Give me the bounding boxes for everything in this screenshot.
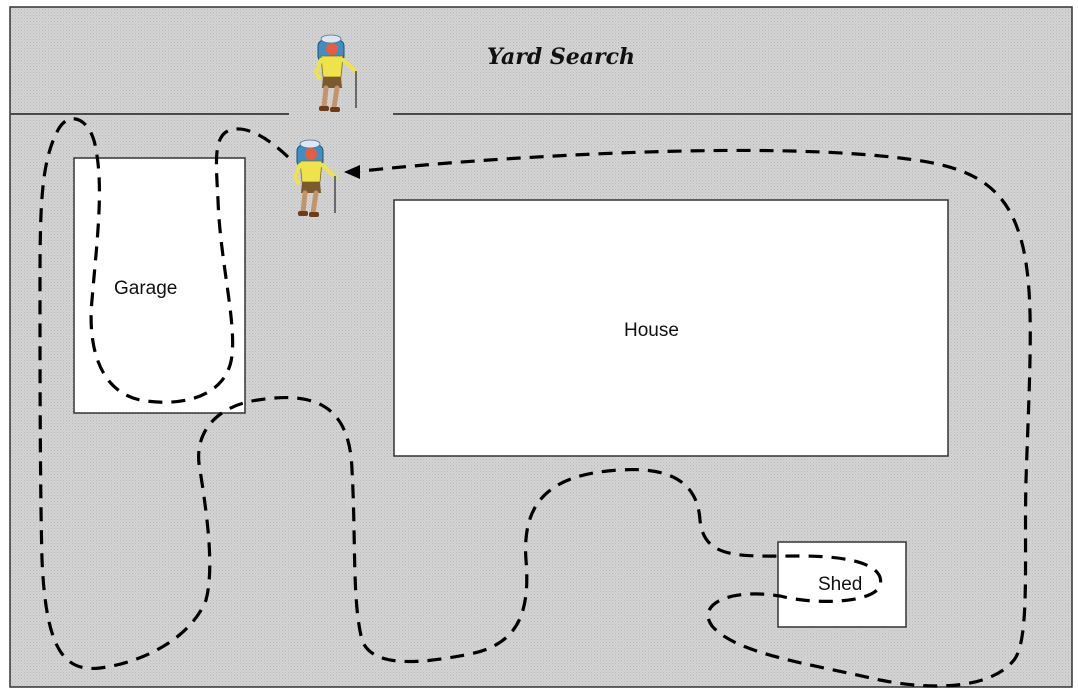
house-label: House	[624, 320, 679, 341]
arrowhead-icon	[344, 165, 360, 179]
shed-label: Shed	[818, 574, 863, 595]
diagram-title: Yard Search	[487, 44, 636, 70]
garage-label: Garage	[114, 278, 178, 299]
house-building	[393, 199, 949, 457]
